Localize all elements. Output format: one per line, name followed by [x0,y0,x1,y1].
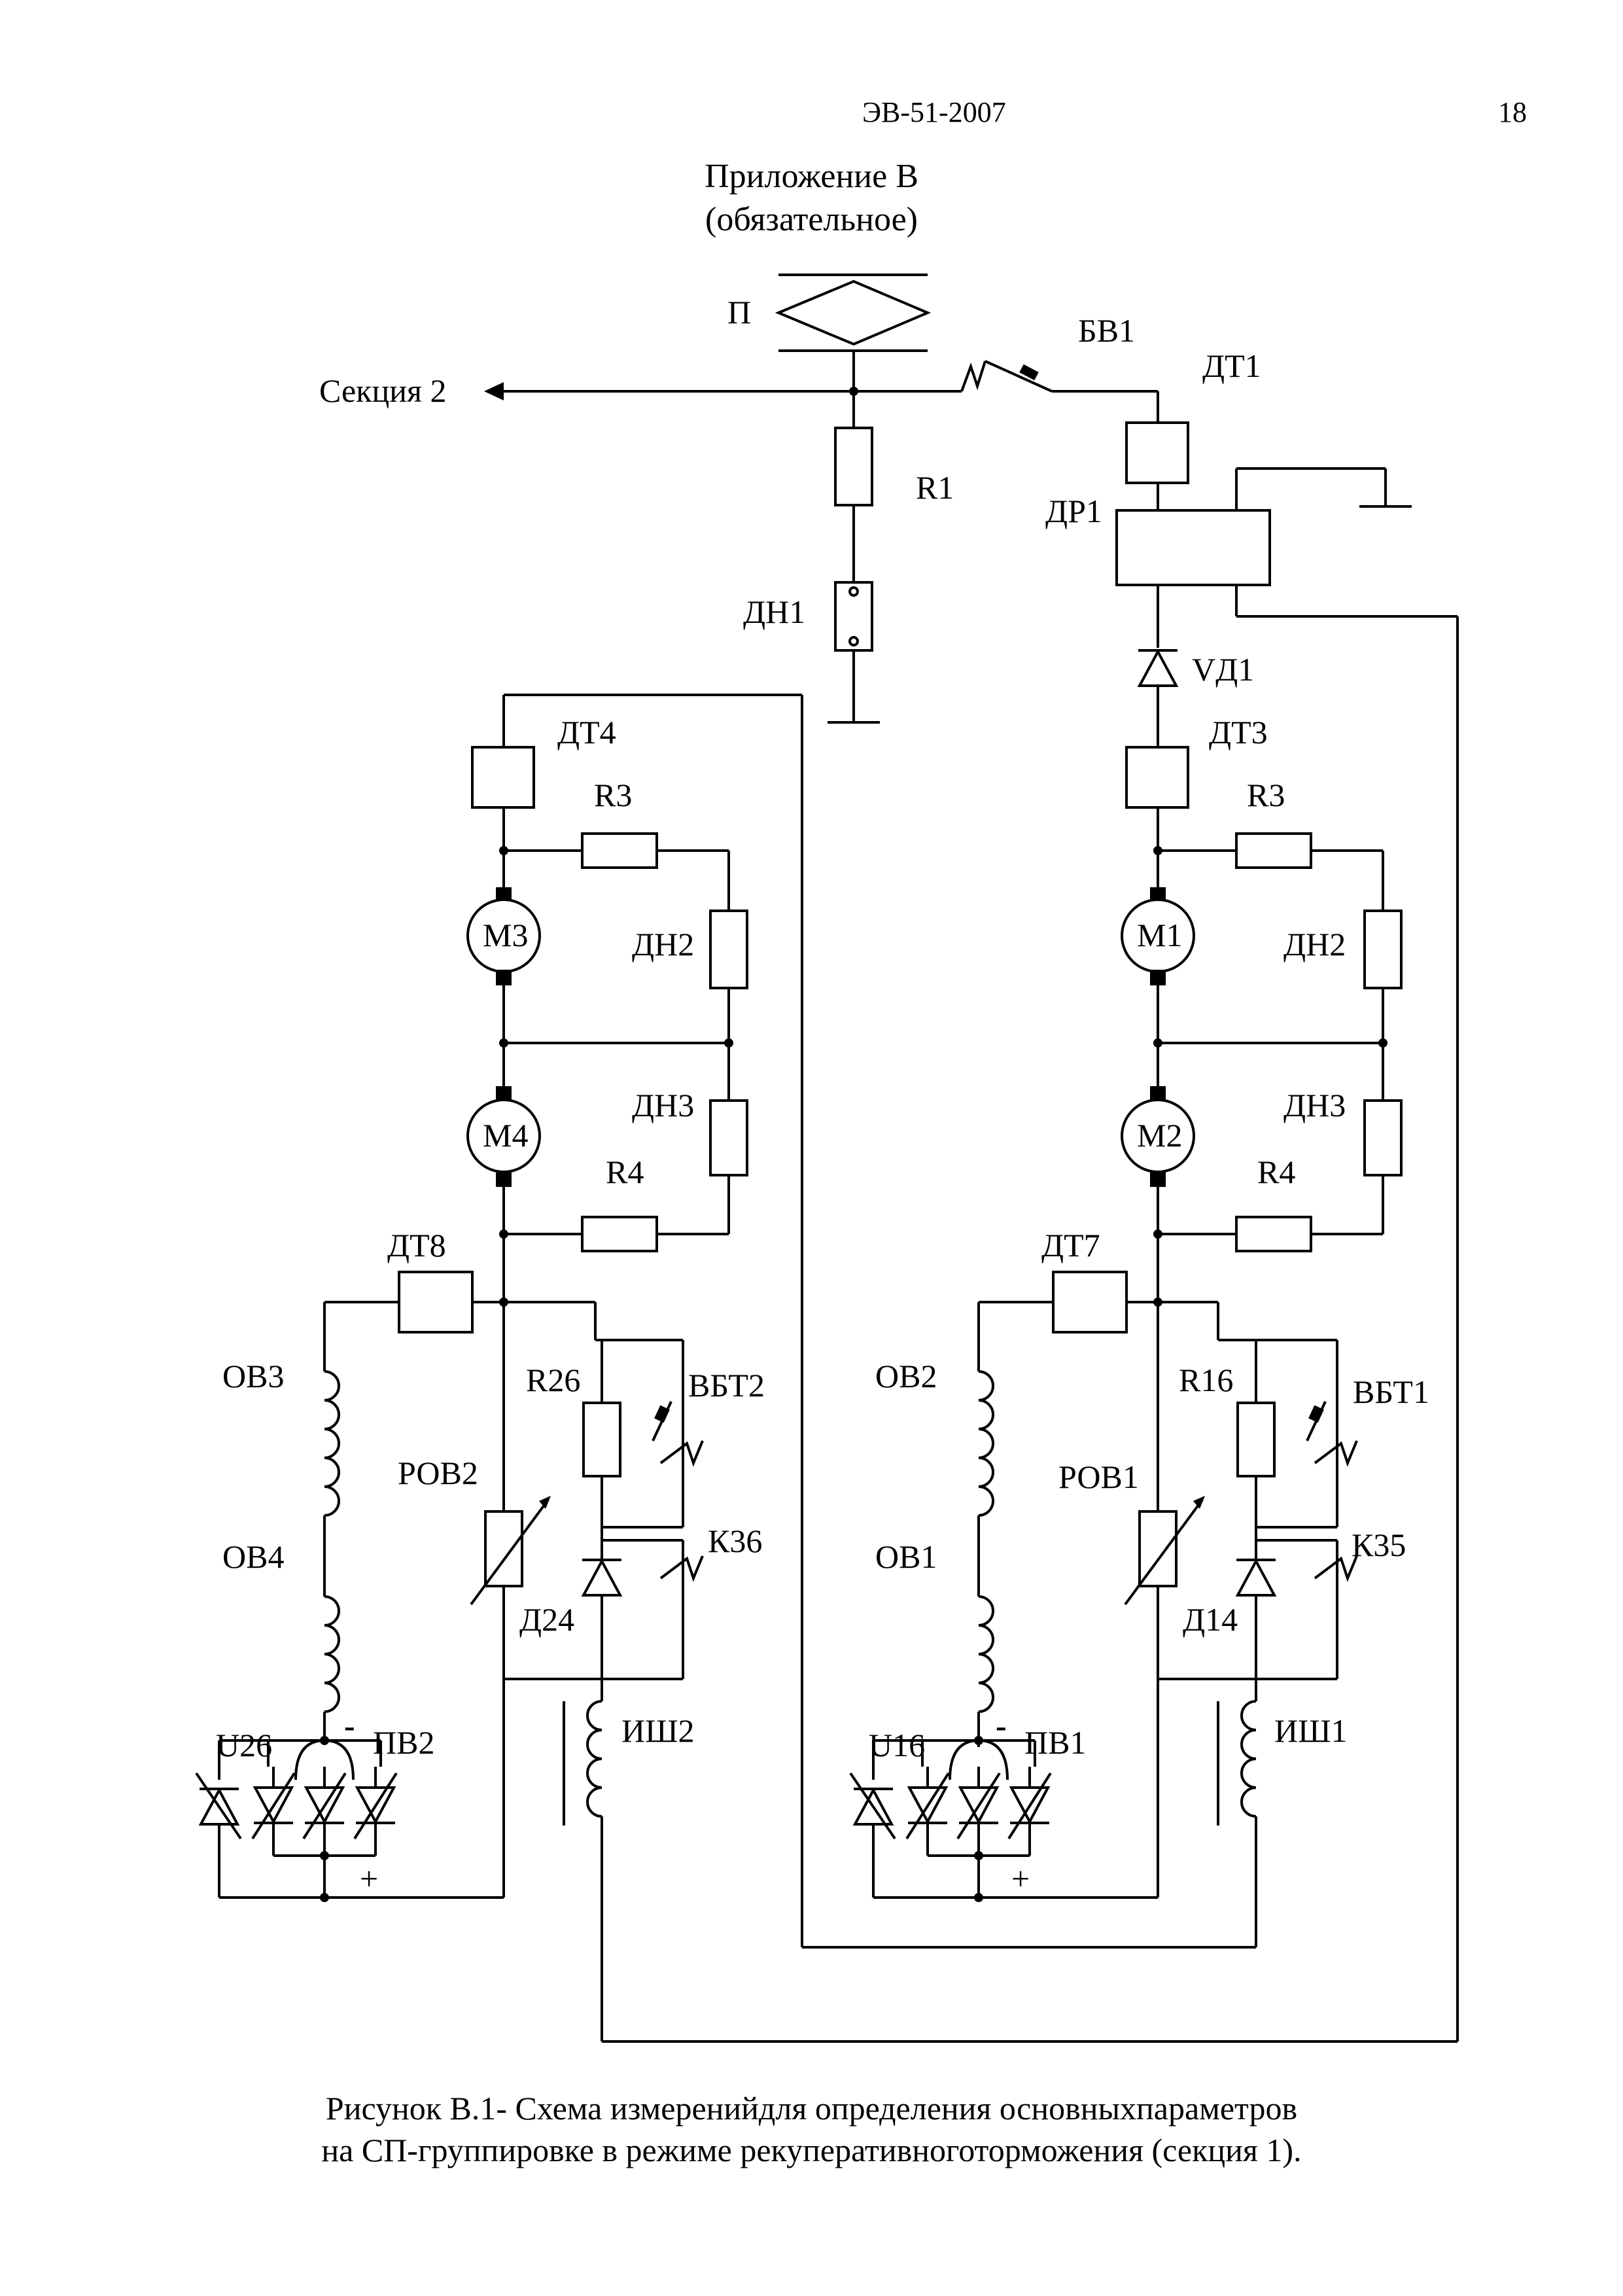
label-minus-left: - [344,1707,355,1744]
resistor-r4-left [581,1216,658,1252]
label-r4-left: R4 [606,1154,644,1190]
shunt-ish1 [1240,1700,1257,1818]
contactor-k35 [1314,1555,1358,1582]
current-sensor-dt8 [398,1271,474,1333]
label-m2: М2 [1137,1117,1182,1154]
voltage-sensor-dn2-right [1363,910,1403,989]
bus-section2-wire [484,382,858,400]
label-dn3-right: ДН3 [1283,1087,1346,1123]
label-r3-left: R3 [594,777,632,813]
diode-vd1 [1137,585,1179,747]
label-dt4: ДТ4 [557,714,616,751]
label-m1: М1 [1137,917,1182,953]
label-dn2-right: ДН2 [1283,926,1346,963]
label-k36: К36 [708,1523,762,1559]
label-ov1: ОВ1 [875,1538,937,1575]
label-rov2: РОВ2 [398,1455,478,1491]
label-dn3-left: ДН3 [632,1087,694,1123]
thyristor-vbt2 [652,1401,704,1467]
resistor-r3-right [1235,832,1312,869]
thyristor-vbt1 [1306,1401,1358,1483]
contactor-k36 [659,1555,704,1582]
shunt-ish2 [586,1700,602,1818]
label-pv1: ПВ1 [1024,1724,1086,1761]
reactor-dr1 [1115,467,1457,618]
appendix-subtitle: (обязательное) [705,201,918,238]
resistor-r4-right [1235,1216,1312,1252]
label-u16: U16 [869,1727,925,1763]
rectifier-pv2 [251,1767,398,1860]
label-minus-right: - [996,1707,1007,1744]
cross-wires [602,616,1459,2043]
label-d14: Д14 [1183,1601,1238,1638]
figure-caption-line1: Рисунок В.1- Схема измеренийдля определе… [325,2090,1298,2127]
voltage-sensor-dn3-left [709,1099,748,1176]
label-dt8: ДТ8 [387,1227,446,1263]
field-winding-ov1 [978,1595,994,1713]
label-ish1: ИШ1 [1274,1712,1348,1749]
label-ish2: ИШ2 [621,1712,695,1749]
label-pantograph: П [727,294,751,330]
voltage-sensor-dn2-left [709,910,748,989]
resistor-r26 [582,1402,621,1477]
breaker-bv1 [854,360,1159,423]
pantograph [775,274,932,391]
label-u26: U26 [216,1727,272,1763]
label-r3-right: R3 [1247,777,1285,813]
label-ov4: ОВ4 [222,1538,284,1575]
label-r16: R16 [1179,1362,1233,1398]
right-branch [849,746,1403,1947]
voltage-sensor-dn1 [828,581,880,724]
regulator-rov2 [484,1510,523,1587]
label-d24: Д24 [519,1601,574,1638]
field-winding-ov3 [324,1370,340,1517]
label-dr1: ДР1 [1045,493,1102,529]
label-ov3: ОВ3 [222,1358,284,1394]
current-sensor-dt3 [1125,746,1189,809]
field-winding-ov4 [324,1595,340,1713]
appendix-title: Приложение В [705,158,918,195]
label-dn1: ДН1 [743,593,805,630]
regulator-rov1 [1138,1510,1178,1587]
label-m3: М3 [483,917,528,953]
label-ov2: ОВ2 [875,1358,937,1394]
label-plus-left: + [360,1860,378,1897]
current-sensor-dt7 [1052,1271,1128,1333]
page-number: 18 [1498,96,1527,128]
label-k35: К35 [1352,1527,1406,1563]
label-rov1: РОВ1 [1058,1458,1139,1495]
label-dn2-left: ДН2 [632,926,694,963]
document-code: ЭВ-51-2007 [862,96,1006,128]
resistor-r3-left [581,832,658,869]
label-r26: R26 [526,1362,580,1398]
label-vbt2: ВБТ2 [688,1367,765,1404]
left-branch [195,694,802,2041]
label-plus-right: + [1011,1860,1030,1897]
rectifier-pv1 [905,1767,1052,1860]
field-winding-ov2 [978,1370,994,1517]
current-sensor-dt4 [471,746,535,809]
current-sensor-dt1 [1125,421,1189,510]
figure-caption-line2: на СП-группировке в режиме рекуперативно… [321,2132,1302,2168]
diagram-labels: П Секция 2 БВ1 ДТ1 R1 ДР1 ДН1 VД1 ДТ4 ДТ… [216,294,1429,1897]
label-dt3: ДТ3 [1209,714,1268,751]
resistor-r16 [1236,1402,1276,1477]
label-dt1: ДТ1 [1202,347,1261,384]
label-r1: R1 [916,469,954,506]
label-dt7: ДТ7 [1041,1227,1100,1263]
label-vd1: VД1 [1192,651,1254,688]
label-section2: Секция 2 [319,372,446,409]
label-pv2: ПВ2 [373,1724,434,1761]
label-bv1: БВ1 [1078,312,1135,349]
resistor-r1 [834,391,873,582]
label-m4: М4 [483,1117,528,1154]
voltage-sensor-dn3-right [1363,1099,1403,1176]
label-vbt1: ВБТ1 [1353,1373,1429,1410]
label-r4-right: R4 [1257,1154,1295,1190]
